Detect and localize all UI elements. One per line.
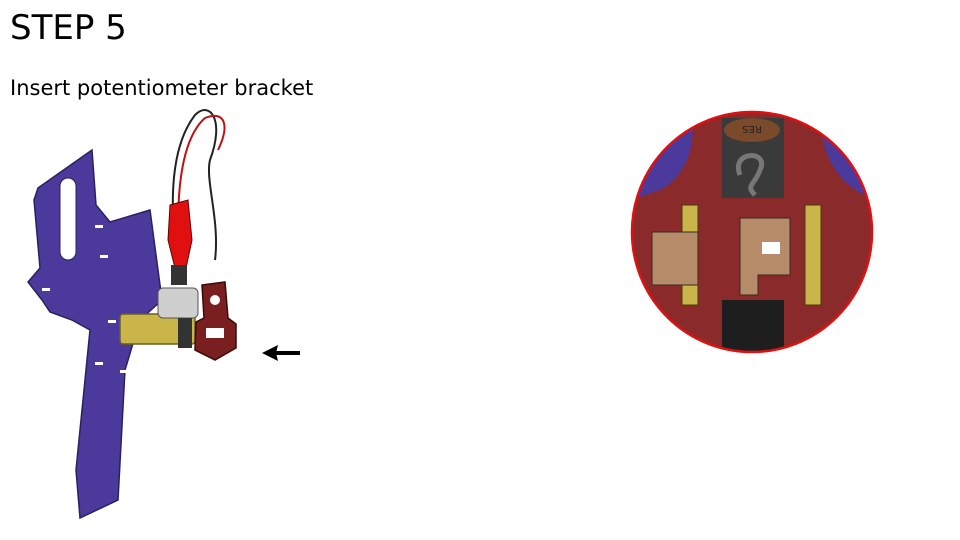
detail-yellow-right <box>805 205 821 305</box>
pot-label: RES <box>742 123 762 134</box>
detail-tab-slot <box>762 242 780 254</box>
detail-tab-left <box>652 232 698 285</box>
